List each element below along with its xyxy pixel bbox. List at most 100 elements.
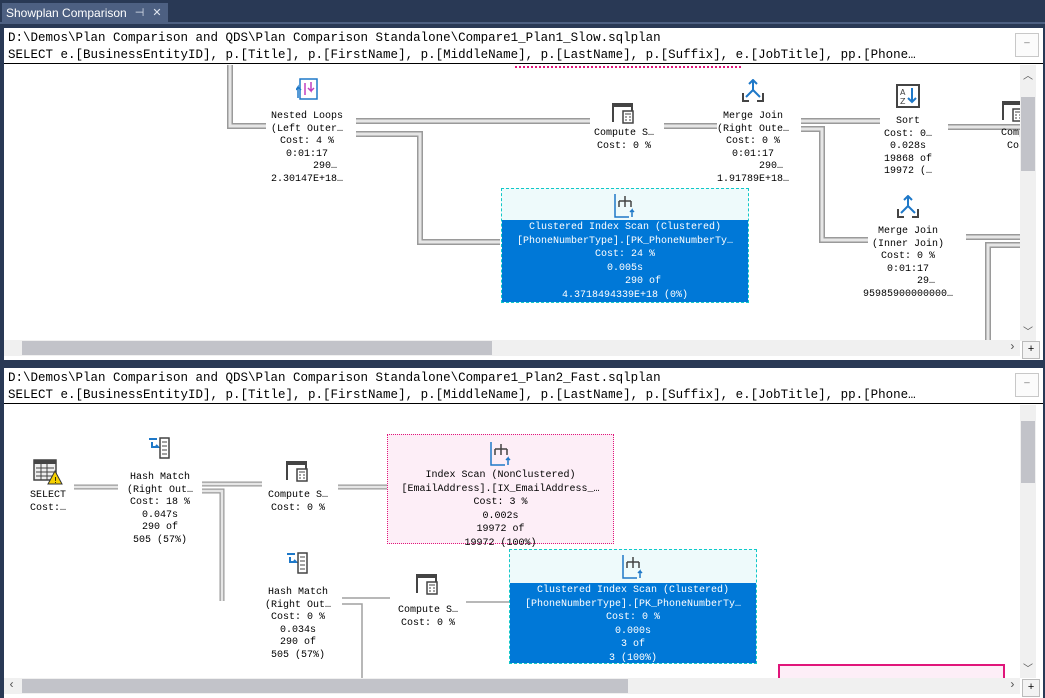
svg-text:Z: Z (900, 97, 906, 106)
operator-stat: Cost: 4 % (279, 136, 335, 148)
zoom-plus-button[interactable]: + (1022, 341, 1040, 359)
scrollbar-thumb[interactable] (1021, 97, 1035, 171)
operator-stat: 4.3718494339E+18 (0%) (561, 289, 689, 301)
tab-showplan-comparison[interactable]: Showplan Comparison ⊣ ✕ (2, 3, 168, 22)
plan-node-merge-join-right[interactable]: Merge Join(Right Oute…Cost: 0 %0:01:17 2… (717, 111, 789, 187)
scroll-down-icon[interactable]: ﹀ (1023, 665, 1033, 676)
operator-stat: Cost: 3 % (473, 497, 528, 508)
tab-underline (0, 22, 1045, 24)
operator-stat: 2.30147E+18… (270, 173, 344, 185)
operator-stat: Cost: 24 % (594, 249, 655, 260)
svg-text:A: A (900, 88, 906, 97)
operator-name: Hash Match (267, 587, 329, 598)
operator-stat: (Left Outer… (270, 123, 344, 135)
operator-stat: Cost: 18 % (129, 497, 191, 509)
operator-stat: 0.005s (606, 262, 643, 274)
plan-file-path: D:\Demos\Plan Comparison and QDS\Plan Co… (8, 31, 661, 45)
plan-node-compute-scalar[interactable]: Compute S…Cost: 0 % (268, 490, 328, 515)
operator-stat: 290… (276, 161, 338, 173)
operator-details: Clustered Index Scan (Clustered)[PhoneNu… (502, 221, 748, 302)
scroll-right-icon[interactable]: › (1008, 678, 1016, 692)
operator-stat: Cost: 0 % (596, 140, 652, 152)
plan-canvas[interactable]: Nested Loops(Left Outer…Cost: 4 %0:01:17… (4, 65, 1020, 341)
plan-node-compute-scalar-2[interactable]: Compute S…Cost: 0 % (398, 605, 458, 630)
hash-match-icon[interactable] (148, 436, 172, 465)
clustered-index-scan-icon (613, 193, 637, 224)
selection-highlight (502, 220, 748, 302)
operator-details: Clustered Index Scan (Clustered)[PhoneNu… (510, 584, 756, 665)
highlighted-operator-partial[interactable] (778, 664, 1005, 678)
scroll-up-icon[interactable]: ︿ (1023, 72, 1033, 83)
scrollbar-thumb[interactable] (22, 341, 492, 355)
operator-name: Compute S… (267, 490, 329, 501)
plan-node-nested-loops[interactable]: Nested Loops(Left Outer…Cost: 4 %0:01:17… (271, 111, 343, 187)
operator-name: Sort (895, 116, 921, 127)
compute-scalar-icon[interactable] (416, 573, 440, 600)
clustered-index-scan-icon (621, 554, 645, 585)
close-icon[interactable]: ✕ (152, 7, 162, 19)
operator-stat: 0.000s (614, 625, 651, 637)
zoom-plus-button[interactable]: + (1022, 679, 1040, 697)
vertical-scrollbar[interactable]: ﹀ (1020, 405, 1036, 678)
operator-stat: 19972 of (476, 524, 525, 535)
operator-stat: 0.002s (482, 510, 519, 522)
operator-stat: Cost: 0 % (400, 617, 456, 629)
pin-icon[interactable]: ⊣ (134, 7, 145, 19)
operator-stat: 290… (722, 161, 784, 173)
operator-name: SELECT (29, 490, 67, 501)
operator-stat: 3 (100%) (608, 652, 657, 664)
plan-node-compute-scalar[interactable]: Compute S…Cost: 0 % (594, 128, 654, 153)
operator-stat: 0:01:17 (731, 148, 775, 160)
compute-scalar-icon[interactable] (286, 460, 310, 487)
compute-scalar-icon[interactable] (1002, 100, 1020, 127)
selected-operator-clustered-index-scan[interactable]: Clustered Index Scan (Clustered)[PhoneNu… (501, 188, 749, 303)
scrollbar-thumb[interactable] (22, 679, 628, 693)
highlighted-operator-index-scan[interactable]: Index Scan (NonClustered)[EmailAddress].… (387, 434, 614, 549)
operator-name: Clustered Index Scan (Clustered) (536, 585, 730, 596)
index-scan-icon (489, 441, 513, 472)
operator-stat: 0.047s (141, 509, 179, 521)
select-warning-icon[interactable]: ! (33, 458, 63, 491)
operator-stat: (Inner Join) (871, 238, 945, 250)
collapse-header-button[interactable]: — (1015, 373, 1039, 397)
operator-stat: (Right Out… (126, 484, 194, 496)
collapse-header-button[interactable]: — (1015, 33, 1039, 57)
scroll-right-icon[interactable]: › (1008, 340, 1016, 354)
operator-stat: 3 of (620, 639, 645, 650)
operator-name: Compe (1000, 128, 1020, 139)
plan-node-merge-join-inner[interactable]: Merge Join(Inner Join)Cost: 0 %0:01:17 2… (863, 226, 953, 302)
hash-match-icon[interactable] (286, 551, 310, 580)
operator-stat: Cos (1006, 140, 1020, 152)
vertical-scrollbar[interactable]: ︿ ﹀ (1020, 65, 1036, 341)
horizontal-scrollbar[interactable]: ‹ › (4, 678, 1020, 694)
operator-stat: 19972 (100%) (464, 537, 537, 549)
operator-stat: (Right Oute… (716, 123, 790, 135)
scrollbar-thumb[interactable] (1021, 421, 1035, 483)
top-plan-pane: D:\Demos\Plan Comparison and QDS\Plan Co… (4, 28, 1043, 360)
scroll-left-icon[interactable]: ‹ (8, 678, 16, 692)
merge-join-icon[interactable] (741, 78, 765, 108)
plan-header: D:\Demos\Plan Comparison and QDS\Plan Co… (4, 28, 1043, 64)
operator-name: Compute S… (593, 128, 655, 139)
svg-text:!: ! (54, 476, 57, 485)
selected-operator-clustered-index-scan[interactable]: Clustered Index Scan (Clustered)[PhoneNu… (509, 549, 757, 664)
merge-join-icon[interactable] (896, 194, 920, 224)
plan-query-text: SELECT e.[BusinessEntityID], p.[Title], … (8, 388, 916, 402)
scroll-down-icon[interactable]: ﹀ (1023, 328, 1033, 339)
nested-loops-icon[interactable] (295, 78, 318, 105)
compute-scalar-icon[interactable] (612, 102, 636, 129)
pane-splitter[interactable] (0, 360, 1045, 368)
bottom-plan-pane: D:\Demos\Plan Comparison and QDS\Plan Co… (4, 368, 1043, 698)
horizontal-scrollbar[interactable]: › (4, 340, 1020, 356)
document-tab-bar: Showplan Comparison ⊣ ✕ (0, 0, 1045, 22)
operator-stat: 0.028s (889, 141, 927, 153)
plan-node-compute-scalar-2[interactable]: CompeCos (1001, 128, 1020, 153)
operator-stat: Cost: 0 % (270, 502, 326, 514)
operator-stat: 95985900000000… (862, 288, 954, 300)
